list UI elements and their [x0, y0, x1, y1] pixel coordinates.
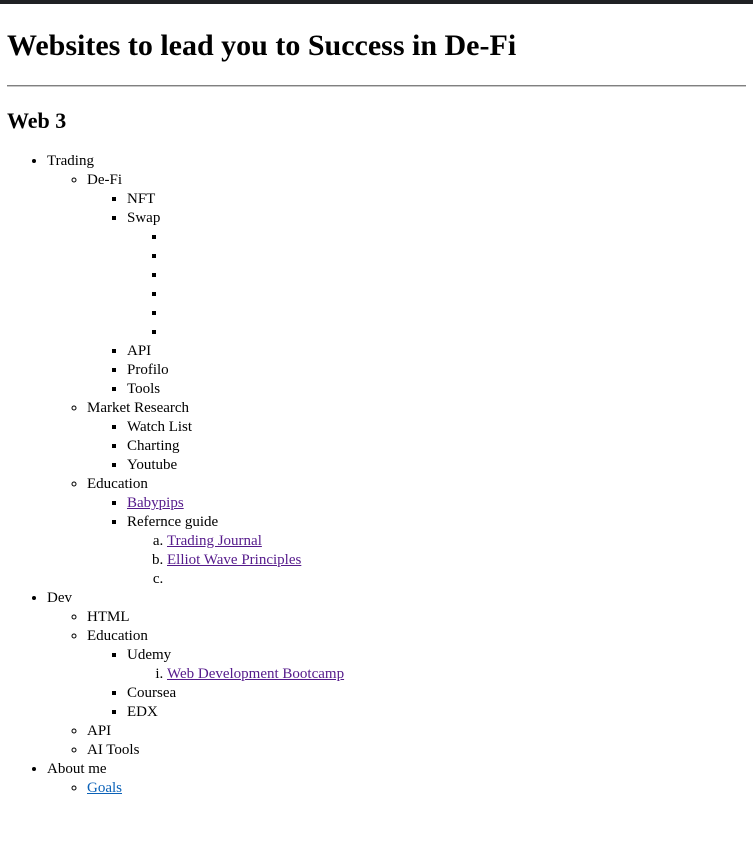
list-item-bootcamp: Web Development Bootcamp [167, 665, 746, 684]
list-item-dev-education: Education Udemy Web Development Bootcamp… [87, 627, 746, 722]
charting-label: Charting [127, 438, 180, 454]
swap-empty-sublist: ​ ​ ​ ​ ​ ​ [127, 228, 746, 342]
list-item-html: HTML [87, 608, 746, 627]
list-item-udemy: Udemy Web Development Bootcamp [127, 646, 746, 684]
section-heading: Web 3 [7, 108, 67, 133]
list-item-elliot-wave: Elliot Wave Principles [167, 551, 746, 570]
trading-education-label: Education [87, 476, 148, 492]
list-item-trading-journal: Trading Journal [167, 532, 746, 551]
empty-list-item: ​ [167, 228, 746, 247]
api-label: API [127, 343, 152, 359]
list-item-coursea: Coursea [127, 684, 746, 703]
list-item-nft: NFT [127, 190, 746, 209]
html-label: HTML [87, 609, 130, 625]
udemy-label: Udemy [127, 647, 172, 663]
nft-label: NFT [127, 191, 156, 207]
web-dev-bootcamp-link[interactable]: Web Development Bootcamp [167, 666, 345, 682]
ai-tools-label: AI Tools [87, 742, 140, 758]
goals-link[interactable]: Goals [87, 780, 122, 796]
page-title: Websites to lead you to Success in De-Fi [7, 29, 517, 62]
about-me-sublist: Goals [47, 779, 746, 798]
empty-list-item: ​ [167, 570, 746, 589]
elliot-wave-link[interactable]: Elliot Wave Principles [167, 552, 302, 568]
dev-education-label: Education [87, 628, 148, 644]
market-research-sublist: Watch List Charting Youtube [87, 418, 746, 475]
babypips-link[interactable]: Babypips [127, 495, 184, 511]
empty-list-item: ​ [167, 247, 746, 266]
page-content: Websites to lead you to Success in De-Fi… [0, 28, 753, 798]
market-research-label: Market Research [87, 400, 190, 416]
list-item-market-research: Market Research Watch List Charting Yout… [87, 399, 746, 475]
dev-api-label: API [87, 723, 112, 739]
dev-education-sublist: Udemy Web Development Bootcamp Coursea E… [87, 646, 746, 722]
tools-label: Tools [127, 381, 161, 397]
list-item-trading: Trading De-Fi NFT Swap ​ ​ ​ ​ [47, 152, 746, 589]
empty-list-item: ​ [167, 304, 746, 323]
udemy-sublist: Web Development Bootcamp [127, 665, 746, 684]
list-item-watch-list: Watch List [127, 418, 746, 437]
list-item-goals: Goals [87, 779, 746, 798]
dev-sublist: HTML Education Udemy Web Development Boo… [47, 608, 746, 760]
youtube-label: Youtube [127, 457, 178, 473]
empty-list-item: ​ [167, 323, 746, 342]
trading-sublist: De-Fi NFT Swap ​ ​ ​ ​ ​ ​ [47, 171, 746, 589]
list-item-profilo: Profilo [127, 361, 746, 380]
list-item-api: API [127, 342, 746, 361]
about-me-label: About me [47, 761, 107, 777]
profilo-label: Profilo [127, 362, 169, 378]
dev-label: Dev [47, 590, 72, 606]
list-item-tools: Tools [127, 380, 746, 399]
list-item-charting: Charting [127, 437, 746, 456]
list-item-dev: Dev HTML Education Udemy Web Development… [47, 589, 746, 760]
trading-education-sublist: Babypips Refernce guide Trading Journal … [87, 494, 746, 589]
edx-label: EDX [127, 704, 158, 720]
list-item-reference-guide: Refernce guide Trading Journal Elliot Wa… [127, 513, 746, 589]
list-item-babypips: Babypips [127, 494, 746, 513]
list-item-trading-education: Education Babypips Refernce guide Tradin… [87, 475, 746, 589]
browser-top-bar [0, 0, 753, 4]
list-item-ai-tools: AI Tools [87, 741, 746, 760]
list-item-youtube: Youtube [127, 456, 746, 475]
defi-sublist: NFT Swap ​ ​ ​ ​ ​ ​ A [87, 190, 746, 399]
list-item-swap: Swap ​ ​ ​ ​ ​ ​ [127, 209, 746, 342]
list-item-edx: EDX [127, 703, 746, 722]
trading-journal-link[interactable]: Trading Journal [167, 533, 262, 549]
trading-label: Trading [47, 153, 94, 169]
horizontal-divider [7, 85, 746, 87]
defi-label: De-Fi [87, 172, 122, 188]
list-item-about-me: About me Goals [47, 760, 746, 798]
coursea-label: Coursea [127, 685, 177, 701]
list-item-dev-api: API [87, 722, 746, 741]
main-topic-list: Trading De-Fi NFT Swap ​ ​ ​ ​ [7, 152, 746, 798]
reference-guide-label: Refernce guide [127, 514, 219, 530]
reference-guide-sublist: Trading Journal Elliot Wave Principles ​ [127, 532, 746, 589]
swap-label: Swap [127, 210, 161, 226]
watch-list-label: Watch List [127, 419, 193, 435]
empty-list-item: ​ [167, 285, 746, 304]
empty-list-item: ​ [167, 266, 746, 285]
list-item-defi: De-Fi NFT Swap ​ ​ ​ ​ ​ ​ [87, 171, 746, 399]
